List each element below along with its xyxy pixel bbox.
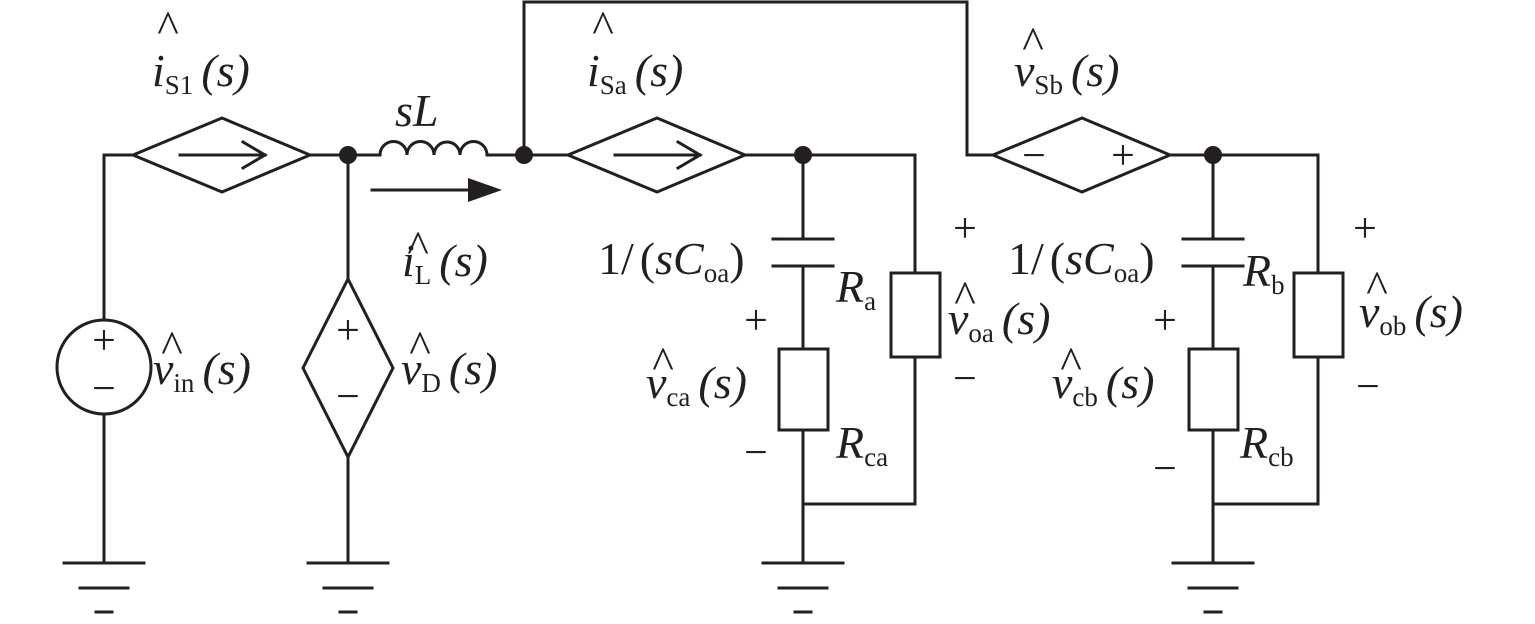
inductor-coil xyxy=(378,140,489,157)
svg-text:^: ^ xyxy=(953,271,975,322)
svg-text:vob(s): vob(s) xyxy=(1359,286,1463,341)
voltage-source-vd: + − xyxy=(301,275,395,461)
ground-branch-a xyxy=(761,561,845,614)
node-dot xyxy=(1204,146,1222,164)
svg-text:^: ^ xyxy=(160,321,182,372)
node-dot xyxy=(794,146,812,164)
resistor-ra xyxy=(889,271,942,359)
ground-vd xyxy=(306,561,390,614)
svg-text:iS1(s): iS1(s) xyxy=(152,45,250,100)
ground-branch-b xyxy=(1171,561,1255,614)
svg-text:^: ^ xyxy=(1021,17,1043,68)
vd-plus-sign: + xyxy=(336,308,360,354)
voltage-source-vsb: − + xyxy=(989,116,1174,194)
svg-text:^: ^ xyxy=(1059,337,1081,388)
vcb-minus-sign: − xyxy=(1153,446,1177,492)
vob-plus-sign: + xyxy=(1353,206,1377,252)
svg-text:^: ^ xyxy=(591,1,613,52)
label-vca: + ^ vca(s) − xyxy=(646,298,768,476)
ground-vin xyxy=(62,561,146,614)
label-vin: ^ vin(s) xyxy=(153,321,251,398)
svg-text:Rcb: Rcb xyxy=(1239,417,1294,472)
svg-text:1/(sCoa): 1/(sCoa) xyxy=(598,233,745,288)
resistor-rcb xyxy=(1187,347,1240,432)
current-source-is1 xyxy=(129,116,314,194)
wires xyxy=(102,0,1320,565)
svg-text:vSb(s): vSb(s) xyxy=(1014,45,1120,100)
svg-text:vcb(s): vcb(s) xyxy=(1052,357,1154,412)
label-cap-b: 1/(sCoa) xyxy=(1008,233,1155,288)
svg-text:Ra: Ra xyxy=(835,261,876,316)
svg-text:voa(s): voa(s) xyxy=(948,293,1050,348)
vsb-plus-sign: + xyxy=(1111,133,1135,179)
svg-text:iL(s): iL(s) xyxy=(402,235,488,290)
svg-text:^: ^ xyxy=(408,321,430,372)
svg-text:Rb: Rb xyxy=(1242,245,1285,300)
vin-minus-sign: − xyxy=(92,366,116,412)
svg-text:vca(s): vca(s) xyxy=(646,357,747,412)
svg-text:^: ^ xyxy=(156,1,178,52)
svg-text:vin(s): vin(s) xyxy=(153,343,251,398)
svg-text:iSa(s): iSa(s) xyxy=(587,45,683,100)
label-inductor-sl: sL xyxy=(395,85,438,136)
resistor-rca xyxy=(777,347,830,432)
vcb-plus-sign: + xyxy=(1153,298,1177,344)
vsb-minus-sign: − xyxy=(1022,133,1046,179)
vob-minus-sign: − xyxy=(1356,364,1380,410)
label-rca: Rca xyxy=(835,417,888,472)
svg-text:^: ^ xyxy=(406,221,428,272)
resistor-rb xyxy=(1292,271,1345,359)
vca-plus-sign: + xyxy=(744,298,768,344)
wire-top-loop xyxy=(522,0,995,157)
label-vd: ^ vD(s) xyxy=(401,321,497,398)
label-is1: ^ iS1(s) xyxy=(152,1,250,100)
voltage-source-vin: + − xyxy=(55,318,153,416)
label-vsb: ^ vSb(s) xyxy=(1014,17,1120,100)
wire-load-a-bottom xyxy=(801,355,917,506)
current-source-isa xyxy=(564,116,749,194)
voa-minus-sign: − xyxy=(953,356,977,402)
label-rcb: Rcb xyxy=(1239,417,1294,472)
node-dot xyxy=(515,146,533,164)
svg-text:^: ^ xyxy=(1365,261,1387,312)
label-isa: ^ iSa(s) xyxy=(587,1,683,100)
capacitor-b xyxy=(1181,237,1245,268)
label-voa: + ^ voa(s) − xyxy=(948,206,1050,402)
label-cap-a: 1/(sCoa) xyxy=(598,233,745,288)
capacitor-a xyxy=(771,237,835,268)
svg-text:Rca: Rca xyxy=(835,417,888,472)
vd-minus-sign: − xyxy=(336,374,360,420)
svg-text:1/(sCoa): 1/(sCoa) xyxy=(1008,233,1155,288)
vca-minus-sign: − xyxy=(744,430,768,476)
wire-load-b-bottom xyxy=(1211,355,1320,506)
label-vcb: + ^ vcb(s) − xyxy=(1052,298,1177,492)
svg-text:vD(s): vD(s) xyxy=(401,343,497,398)
vin-plus-sign: + xyxy=(92,318,116,364)
label-ra: Ra xyxy=(835,261,876,316)
node-dot xyxy=(339,146,357,164)
label-rb: Rb xyxy=(1242,245,1285,300)
label-il: ^ iL(s) xyxy=(402,221,488,290)
label-vob: + ^ vob(s) − xyxy=(1353,206,1463,410)
svg-text:^: ^ xyxy=(651,337,673,388)
junction-nodes xyxy=(339,146,1222,164)
il-arrow xyxy=(370,178,502,202)
voa-plus-sign: + xyxy=(953,206,977,252)
